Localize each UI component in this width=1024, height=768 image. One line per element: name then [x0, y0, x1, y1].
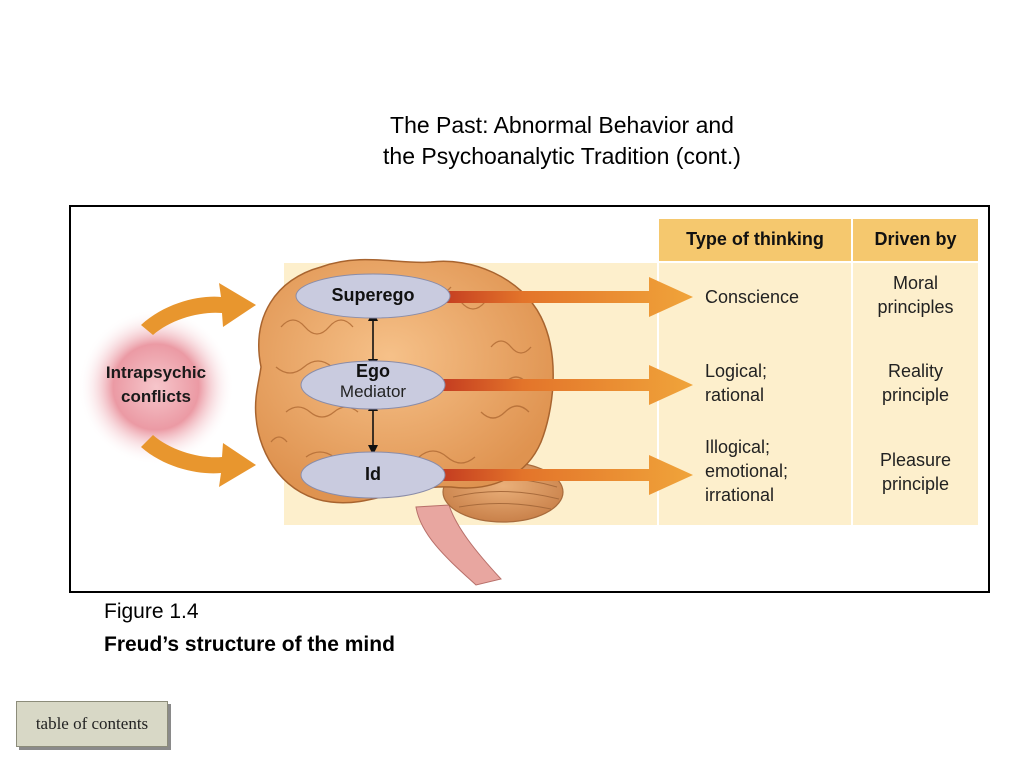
- ego-label-group: Ego Mediator: [301, 361, 445, 403]
- ego-role-label: Mediator: [339, 382, 407, 401]
- header-driven-bg: [853, 219, 978, 261]
- upper-conflict-arrow: [141, 283, 256, 335]
- lower-conflict-arrow: [141, 435, 256, 487]
- row-1-thinking: Conscience: [705, 287, 800, 307]
- diagram-graphics: [78, 219, 978, 586]
- superego-oval: [295, 273, 451, 319]
- superego-arrow: [431, 277, 693, 317]
- title-line-2: the Psychoanalytic Tradition (cont.): [383, 143, 741, 169]
- ego-arrow: [431, 365, 693, 405]
- row-3-thinking: Illogical; emotional; irrational: [705, 437, 789, 505]
- header-thinking-bg: [659, 219, 851, 261]
- ego-oval: [300, 360, 446, 410]
- header-driven-by: Driven by: [874, 229, 957, 249]
- figure-caption: Freud’s structure of the mind: [104, 633, 395, 656]
- table-of-contents-button[interactable]: table of contents: [16, 701, 168, 747]
- slide-title: The Past: Abnormal Behavior and the Psyc…: [262, 110, 862, 172]
- row-2-driven: Reality principle: [881, 361, 950, 405]
- title-line-1: The Past: Abnormal Behavior and: [390, 112, 734, 138]
- freud-mind-diagram: Intrapsychic conflicts Superego Ego Medi…: [69, 205, 990, 593]
- row-2-thinking: Logical; rational: [705, 361, 768, 405]
- figure-number: Figure 1.4: [104, 600, 199, 623]
- toc-button-label: table of contents: [35, 714, 149, 733]
- superego-label: Superego: [331, 285, 415, 305]
- row-3-driven: Pleasure principle: [879, 450, 952, 494]
- ego-label: Ego: [356, 361, 390, 381]
- id-arrow: [431, 455, 693, 495]
- header-type-of-thinking: Type of thinking: [686, 229, 824, 249]
- conflict-glow: [78, 309, 234, 465]
- id-label: Id: [365, 464, 381, 484]
- id-oval: [300, 451, 446, 499]
- intrapsychic-conflicts-label: Intrapsychic conflicts: [105, 363, 207, 406]
- row-1-driven: Moral principles: [877, 273, 954, 317]
- brain-stem: [415, 504, 502, 586]
